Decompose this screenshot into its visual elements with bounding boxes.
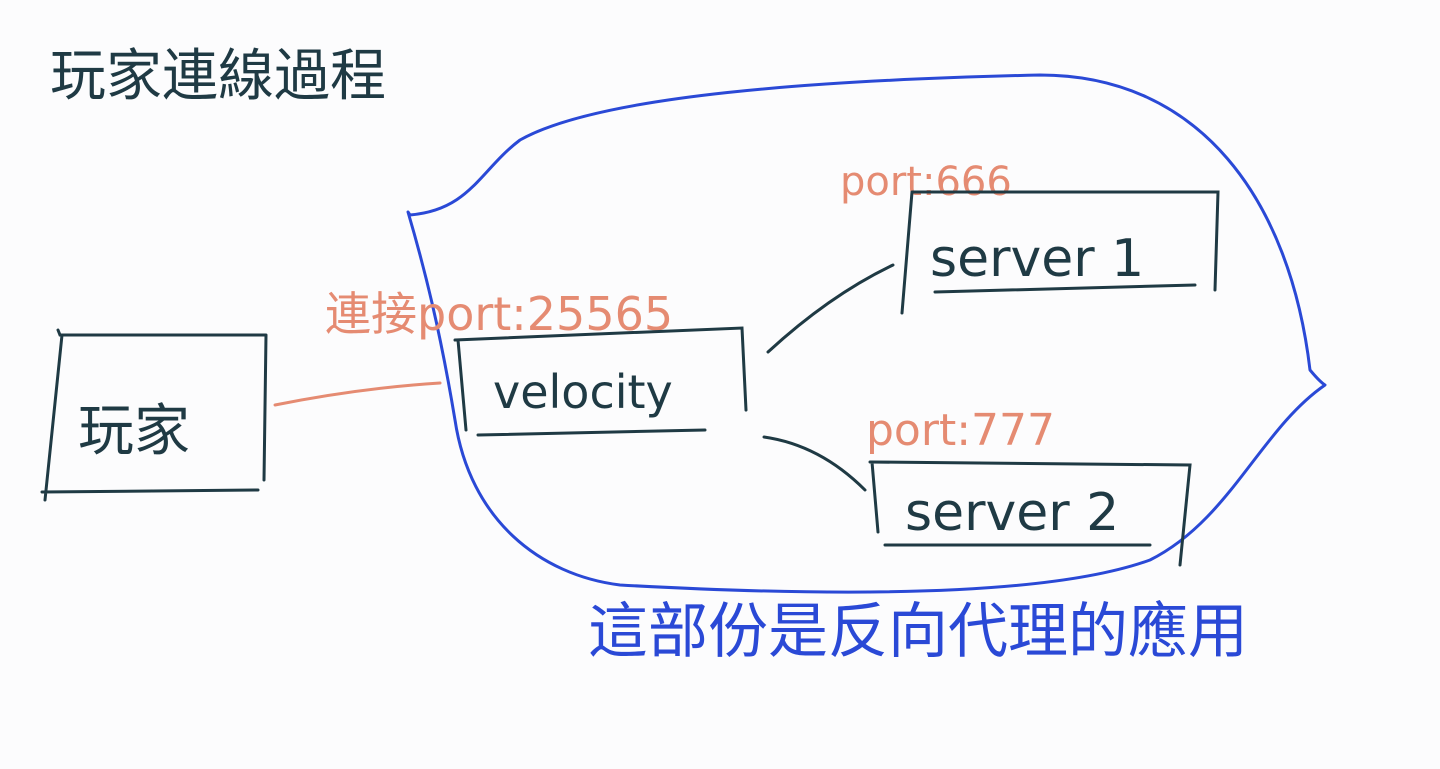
reverse-proxy-group-outline (406, 73, 1327, 594)
server2-node: server 2 (868, 460, 1192, 567)
server1-node: server 1 (900, 190, 1220, 315)
velocity-proxy-node: velocity (453, 326, 748, 437)
server2-port-label: port:777 (866, 405, 1055, 456)
proxy-server1-connector (766, 263, 895, 354)
velocity-label: velocity (493, 365, 673, 419)
reverse-proxy-caption: 這部份是反向代理的應用 (588, 597, 1248, 667)
server1-label: server 1 (930, 229, 1144, 289)
server2-label: server 2 (905, 483, 1119, 543)
player-label: 玩家 (78, 399, 190, 464)
diagram-title: 玩家連線過程 (50, 44, 386, 109)
server1-port-label: port:666 (840, 159, 1012, 205)
proxy-server2-connector (762, 435, 867, 492)
player-node: 玩家 (40, 328, 268, 502)
player-proxy-connector (273, 381, 442, 407)
